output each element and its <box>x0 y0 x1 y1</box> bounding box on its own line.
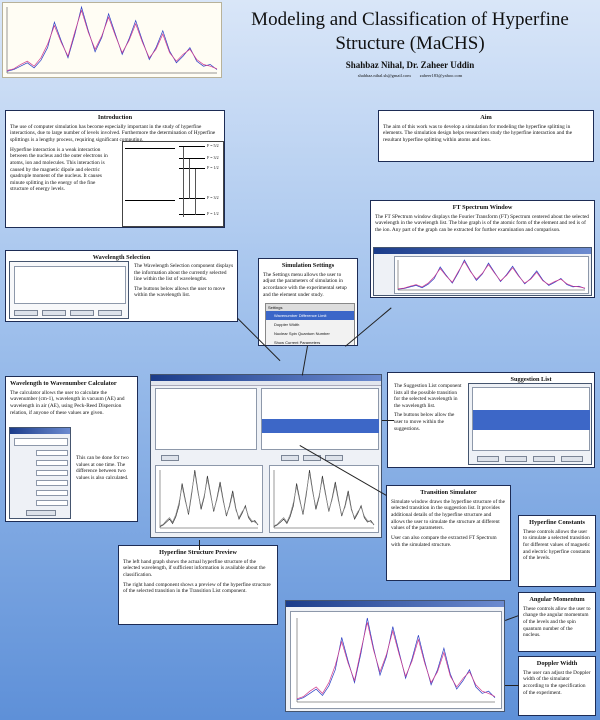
simulator-chart <box>296 617 496 703</box>
introduction-para2: Hyperfine interaction is a weak interact… <box>10 146 108 193</box>
menu-item-show-parameters[interactable]: Show Current Parameters <box>274 340 321 345</box>
wavelength-selection-screenshot <box>9 261 129 319</box>
angular-momentum-box: Angular Momentum These controls allow th… <box>518 592 596 652</box>
series-line-0 <box>296 617 496 701</box>
wavelength-selection-box: Wavelength Selection The Wavelength Sele… <box>5 250 238 322</box>
aim-box: Aim The aim of this work was to develop … <box>378 110 594 162</box>
transition-simulator-box: Transition Simulator Simulate window dra… <box>386 485 511 581</box>
chart-axis <box>273 470 374 529</box>
chart-axis <box>397 260 585 291</box>
converter-heading: Wavelength to Wavenumber Calculator <box>10 380 117 387</box>
introduction-para1: The use of computer simulation has becom… <box>10 123 216 144</box>
series-line-0 <box>6 5 218 72</box>
authors: Shahbaz Nihal, Dr. Zaheer Uddin <box>345 60 475 70</box>
hyperfine-preview-heading: Hyperfine Structure Preview <box>159 549 237 556</box>
series-line-1 <box>6 9 218 71</box>
level-label: F = 5/2 <box>207 143 219 148</box>
doppler-width-heading: Doppler Width <box>536 660 578 667</box>
aim-heading: Aim <box>480 114 492 121</box>
connector-line <box>505 685 519 686</box>
converter-screenshot <box>9 427 71 519</box>
simulation-settings-heading: Simulation Settings <box>281 262 335 269</box>
series-line-0 <box>397 259 586 290</box>
emails: shahbaz.nihal.sh@gmail.com zaheer183@yah… <box>357 73 463 78</box>
spectrum-thumbnail <box>2 2 222 78</box>
series-line-1 <box>296 622 496 700</box>
transition-simulator-heading: Transition Simulator <box>420 489 477 496</box>
hyperfine-preview-box: Hyperfine Structure Preview The left han… <box>118 545 278 625</box>
converter-box: Wavelength to Wavenumber Calculator The … <box>5 376 138 522</box>
suggestion-list-para2: The buttons below allow the user to move… <box>394 412 455 432</box>
suggestion-list-screenshot <box>468 383 592 465</box>
series-line-0 <box>273 469 375 527</box>
settings-menu[interactable]: Settings Wavenumber Difference Limit Dop… <box>265 303 355 345</box>
chart-axis <box>159 470 258 529</box>
converter-para1: The calculator allows the user to calcul… <box>10 389 125 416</box>
level-label: F = 3/2 <box>207 195 219 200</box>
wavelength-selection-heading: Wavelength Selection <box>92 254 151 261</box>
hyperfine-preview-para1: The left hand graph shows the actual hyp… <box>123 558 266 579</box>
transition-simulator-para2: User can also compare the extracted FT S… <box>391 534 497 548</box>
connector-line <box>301 345 308 376</box>
introduction-box: Introduction The use of computer simulat… <box>5 110 225 228</box>
converter-para2: This can be done for two values at one t… <box>76 455 129 481</box>
hyperfine-constants-text: These controls allows the user to simula… <box>523 528 591 562</box>
menu-item-wavenumber-limit[interactable]: Wavenumber Difference Limit <box>266 311 354 320</box>
hyperfine-preview-chart <box>273 469 375 529</box>
suggestion-list-box: Suggestion List The Suggestion List comp… <box>387 372 595 468</box>
suggestion-list-para1: The Suggestion List component lists all … <box>394 383 462 409</box>
main-app-screenshot <box>150 374 382 538</box>
wavelength-selection-para2: The buttons below allows the user to mov… <box>134 285 226 299</box>
hyperfine-constants-heading: Hyperfine Constants <box>529 519 585 526</box>
chart-axis <box>296 618 495 703</box>
hyperfine-actual-chart <box>159 469 259 529</box>
level-label: F = 1/2 <box>207 211 219 216</box>
connector-line <box>505 615 519 621</box>
menu-item-nuclear-spin[interactable]: Nuclear Spin Quantum Number <box>274 331 330 336</box>
menu-item-doppler-width[interactable]: Doppler Width <box>274 322 300 327</box>
series-line-1 <box>273 472 375 527</box>
spectrum-chart <box>6 5 218 74</box>
hyperfine-constants-box: Hyperfine Constants These controls allow… <box>518 515 596 587</box>
series-line-1 <box>159 472 259 527</box>
angular-momentum-heading: Angular Momentum <box>529 596 585 603</box>
suggestion-list-heading: Suggestion List <box>510 376 552 383</box>
level-label: F = 3/2 <box>207 155 219 160</box>
energy-level-diagram: F = 5/2 F = 3/2 F = 1/2 F = 3/2 F = 1/2 <box>122 141 224 227</box>
simulation-settings-text: The Settings menu allows the user to adj… <box>263 271 347 298</box>
transition-simulator-para1: Simulate window draws the hyperfine stru… <box>391 498 505 532</box>
chart-axis <box>6 7 217 74</box>
connector-line <box>382 420 394 421</box>
simulation-settings-box: Simulation Settings The Settings menu al… <box>258 258 358 346</box>
aim-text: The aim of this work was to develop a si… <box>383 123 573 144</box>
ft-window-heading: FT Spectrum Window <box>452 204 513 211</box>
doppler-width-text: The user can adjust the Doppler width of… <box>523 669 591 696</box>
simulator-screenshot <box>285 600 505 712</box>
level-label: F = 1/2 <box>207 165 219 170</box>
ft-window-box: FT Spectrum Window The FT SPectrum windo… <box>370 200 595 298</box>
doppler-width-box: Doppler Width The user can adjust the Do… <box>518 656 596 716</box>
angular-momentum-text: These controls allow the user to change … <box>523 605 591 639</box>
settings-menu-title[interactable]: Settings <box>266 304 354 311</box>
ft-window-text: The FT SPectrum window displays the Four… <box>375 213 589 234</box>
introduction-heading: Introduction <box>97 114 133 121</box>
ft-window-screenshot <box>373 247 592 296</box>
wavelength-selection-para1: The Wavelength Selection component displ… <box>134 263 234 283</box>
series-line-0 <box>159 469 259 527</box>
connector-line <box>199 540 200 550</box>
series-line-1 <box>397 260 586 290</box>
hyperfine-preview-para2: The right hand component shows a preview… <box>123 581 271 595</box>
ft-spectrum-chart <box>397 259 586 291</box>
page-title: Modeling and Classification of Hyperfine… <box>251 9 569 54</box>
